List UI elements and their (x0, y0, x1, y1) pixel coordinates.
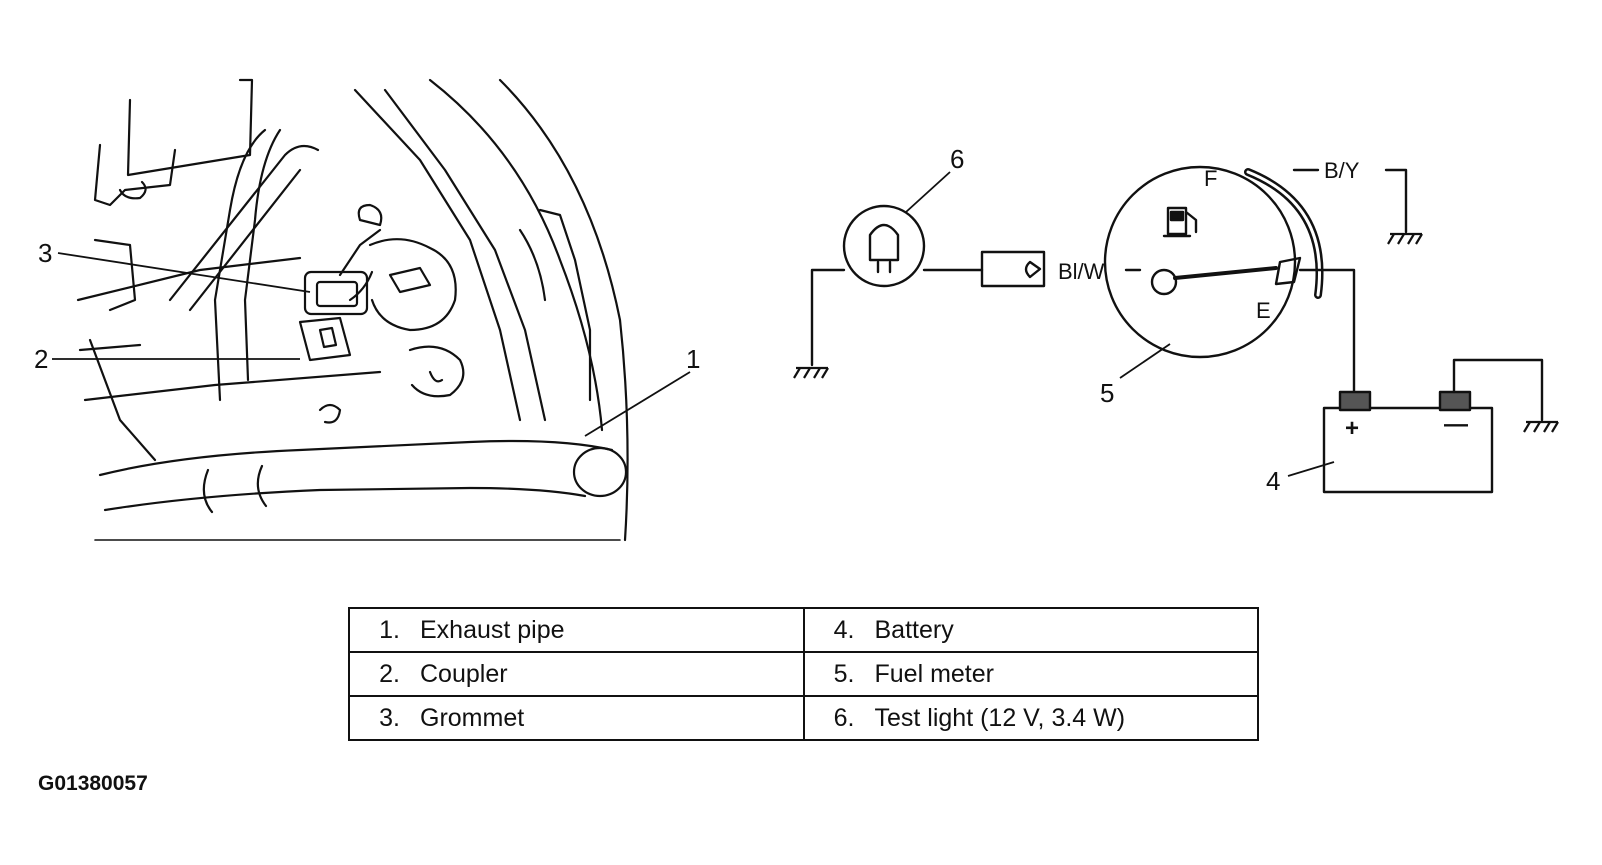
legend-cell: 1. Exhaust pipe (348, 607, 805, 653)
battery-negative-wire (1452, 358, 1544, 422)
ground-icon-battery (1523, 420, 1559, 433)
legend-text: Test light (12 V, 3.4 W) (874, 703, 1126, 732)
legend-row: 1. Exhaust pipe 4. Battery (348, 607, 1259, 653)
legend-cell: 2. Coupler (348, 651, 805, 697)
figure-id: G01380057 (38, 772, 148, 795)
battery-negative-terminal: — (1444, 411, 1468, 438)
legend-cell: 6. Test light (12 V, 3.4 W) (802, 695, 1259, 741)
ground-icon-left (793, 366, 829, 379)
b-y-ground-wire (1384, 168, 1408, 234)
battery-positive-wire (1298, 268, 1356, 394)
legend-text: Coupler (420, 659, 508, 688)
legend-cell: 3. Grommet (348, 695, 805, 741)
ground-wire-left (810, 268, 846, 367)
callout-1: 1 (686, 344, 700, 374)
legend-text: Grommet (420, 703, 525, 732)
fuel-meter-symbol (1103, 165, 1297, 359)
battery-positive-terminal: + (1345, 415, 1359, 442)
legend-number: 1. (379, 615, 400, 644)
gauge-full-mark: F (1204, 166, 1217, 191)
wiring-schematic (810, 165, 1544, 494)
battery-symbol (1322, 406, 1494, 494)
legend-number: 6. (833, 703, 855, 732)
callout-leaders-left (52, 252, 691, 437)
bl-w-coupler (980, 250, 1046, 288)
legend-text: Battery (874, 615, 954, 644)
legend-number: 2. (379, 659, 400, 688)
callout-4: 4 (1266, 466, 1280, 496)
legend-row: 3. Grommet 6. Test light (12 V, 3.4 W) (348, 695, 1259, 741)
wire-label-b-y: B/Y (1324, 158, 1360, 183)
legend-number: 4. (833, 615, 855, 644)
callout-5: 5 (1100, 378, 1114, 408)
callout-6: 6 (950, 144, 964, 174)
wire-label-bl-w: Bl/W (1058, 259, 1105, 284)
parts-legend-table: 1. Exhaust pipe 4. Battery 2. Coupler 5. Fue… (348, 607, 1259, 741)
legend-row: 2. Coupler 5. Fuel meter (348, 651, 1259, 697)
fuel-pump-icon (1162, 206, 1198, 238)
callout-leaders-right (905, 171, 1335, 477)
ground-icon-b-y (1387, 232, 1423, 245)
ground-symbols (793, 232, 1559, 433)
legend-cell: 5. Fuel meter (802, 651, 1259, 697)
legend-text: Exhaust pipe (420, 615, 565, 644)
callout-3: 3 (38, 238, 52, 268)
legend-text: Fuel meter (874, 659, 994, 688)
legend-cell: 4. Battery (802, 607, 1259, 653)
callout-2: 2 (34, 344, 48, 374)
test-light-symbol (842, 204, 926, 288)
vehicle-underbody-illustration (76, 78, 629, 542)
legend-number: 3. (379, 703, 400, 732)
gauge-empty-mark: E (1256, 298, 1271, 323)
legend-number: 5. (833, 659, 855, 688)
test-light-bulb (868, 223, 900, 262)
